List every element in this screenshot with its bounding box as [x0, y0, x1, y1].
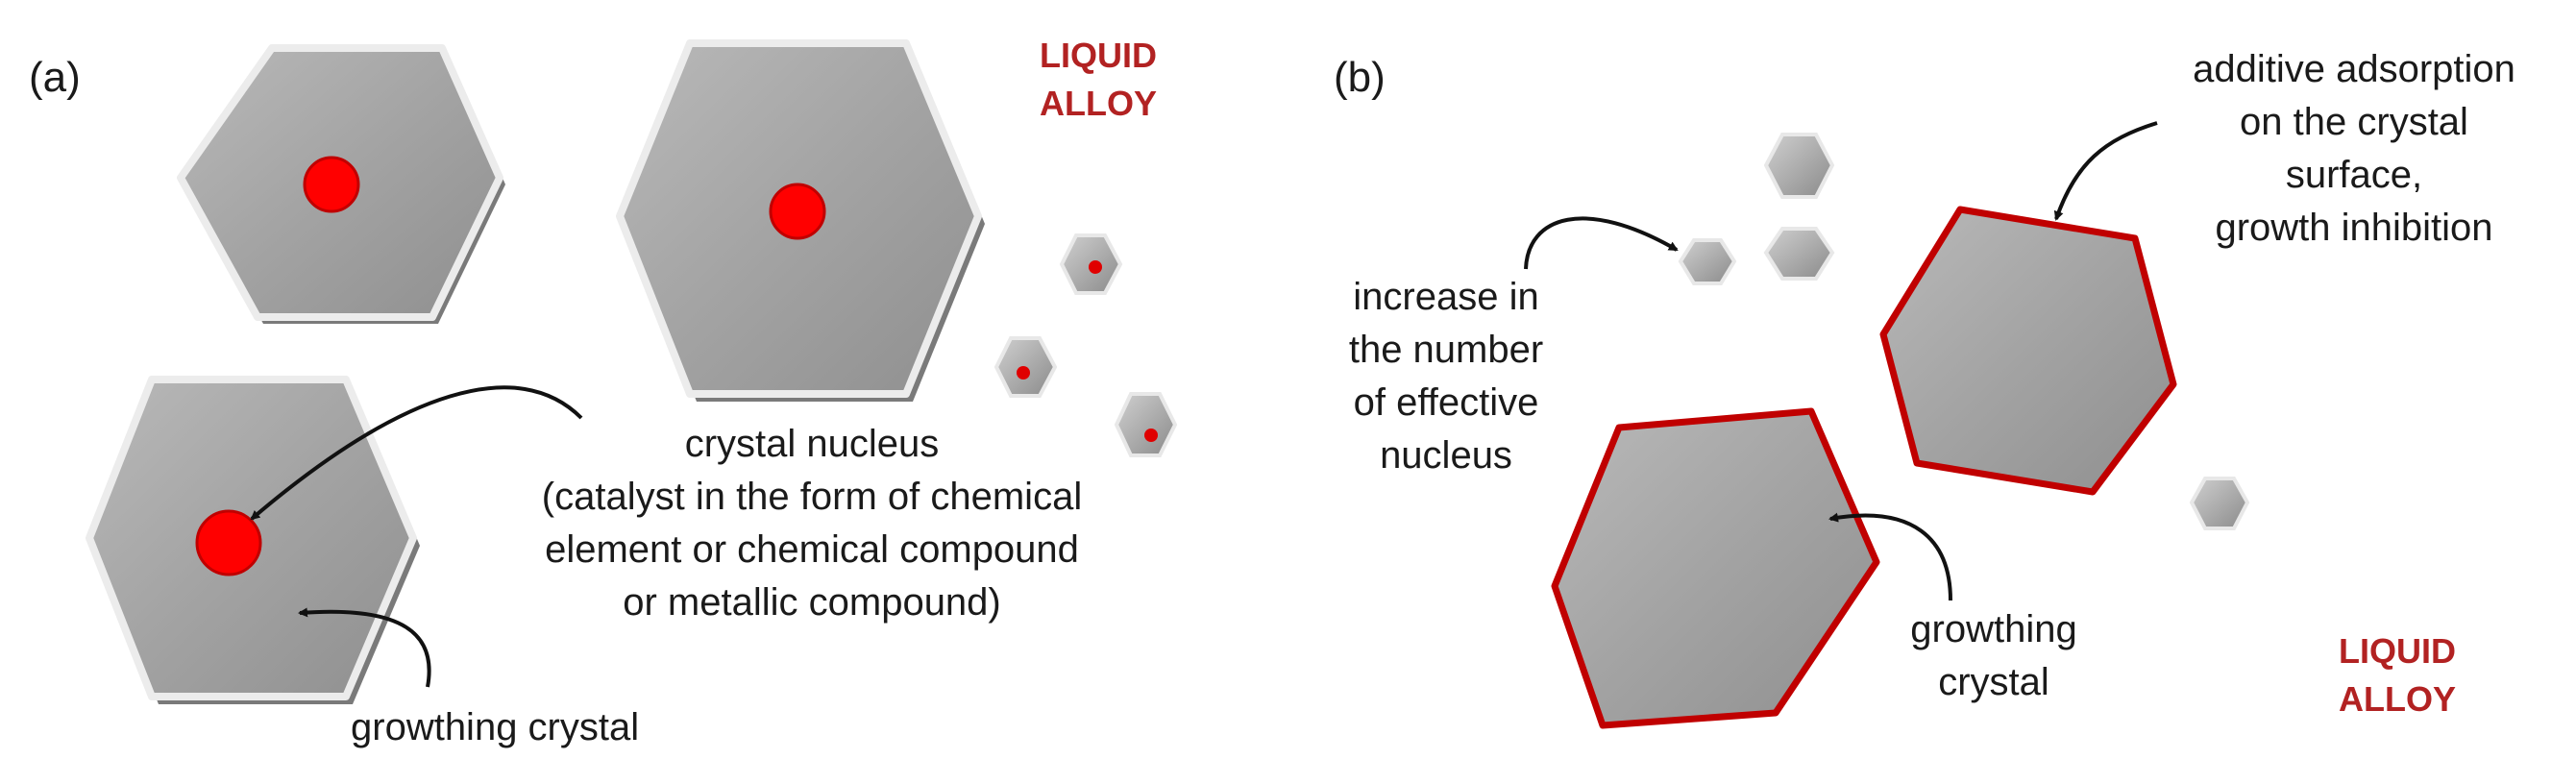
small-crystal [1763, 227, 1835, 281]
small-crystal [2189, 477, 2250, 530]
panel-b-label: (b) [1334, 54, 1386, 101]
liquid-alloy-label: LIQUID [2339, 631, 2456, 671]
small-crystal [1114, 392, 1178, 457]
nucleus-count-label-line: of effective [1354, 381, 1539, 424]
crystal-inhibited-upper [1879, 206, 2177, 496]
small-crystal [1059, 233, 1123, 295]
adsorption-label-line: growth inhibition [2215, 207, 2492, 249]
nucleus-count-arrow [1524, 216, 1679, 270]
small-crystal [1678, 238, 1737, 285]
liquid-alloy-label: ALLOY [2339, 679, 2456, 719]
adsorption-arrow [2053, 121, 2158, 221]
nucleus-count-label-line: increase in [1353, 276, 1538, 318]
nucleus-label-line: element or chemical compound [545, 528, 1079, 571]
growing-crystal-label: growthing crystal [351, 706, 639, 748]
small-crystal [994, 336, 1058, 398]
small-crystal [1763, 133, 1835, 199]
adsorption-label-line: surface, [2286, 154, 2422, 196]
nucleus-label-line: or metallic compound) [623, 581, 1001, 624]
growing-crystal-label-line: growthing [1910, 608, 2076, 650]
crystal-inhibited-lower [1551, 407, 1880, 729]
growing-crystal-arrow [1828, 512, 1952, 601]
nucleus-count-label-line: the number [1349, 329, 1543, 371]
liquid-alloy-label: LIQUID [1040, 36, 1157, 75]
growing-crystal-label-line: crystal [1938, 661, 2049, 703]
nucleus-dot [769, 183, 826, 240]
nucleus-dot [303, 156, 360, 213]
liquid-alloy-label: ALLOY [1040, 84, 1157, 123]
adsorption-label-line: additive adsorption [2193, 48, 2515, 90]
panel-a-label: (a) [29, 54, 81, 101]
adsorption-label-line: on the crystal [2240, 101, 2468, 143]
nucleus-dot [195, 509, 262, 576]
nucleus-label-line: (catalyst in the form of chemical [542, 476, 1082, 518]
nucleus-arrow [250, 385, 583, 521]
nucleus-label-line: crystal nucleus [685, 423, 940, 465]
growing-crystal-arrow [298, 607, 431, 688]
nucleus-count-label-line: nucleus [1380, 434, 1512, 477]
